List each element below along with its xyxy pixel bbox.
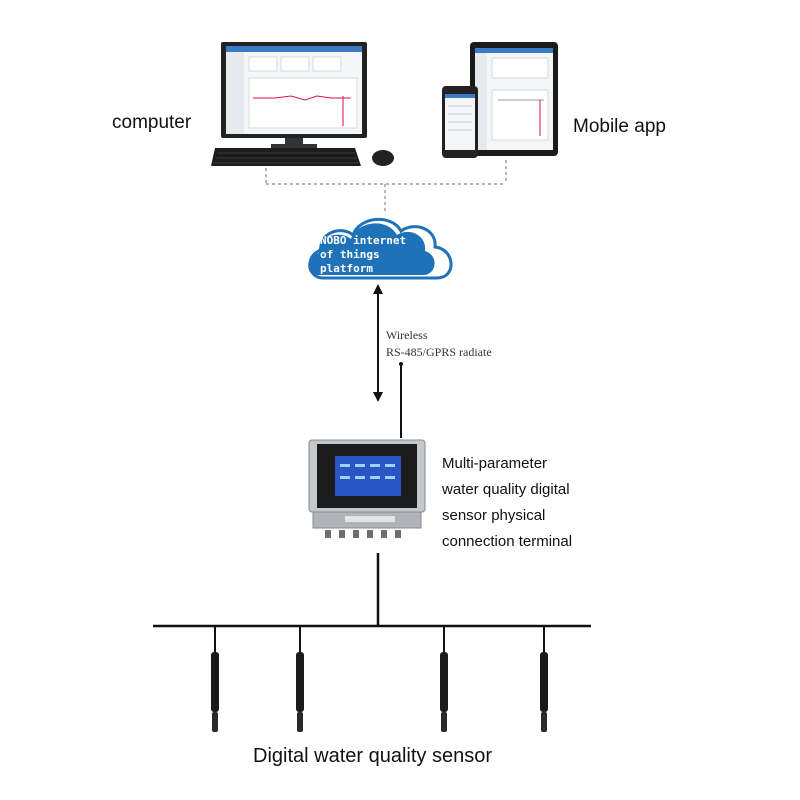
terminal-label-line2: water quality digital: [442, 481, 570, 498]
computer-label: computer: [112, 112, 192, 133]
terminal-label-line1: Multi-parameter: [442, 455, 548, 472]
computer-illustration: [211, 42, 394, 166]
cloud-label-line2: of things: [320, 248, 380, 261]
water-quality-sensor: [211, 626, 219, 732]
terminal-label-line4: connection terminal: [442, 533, 573, 550]
sensor-caption: Digital water quality sensor: [253, 745, 492, 767]
monitor-stand: [285, 138, 303, 146]
water-quality-sensor: [296, 626, 304, 732]
terminal-connectors: [325, 530, 401, 538]
keyboard: [211, 148, 361, 166]
terminal-device: [308, 362, 426, 538]
cloud-label-line1: NOBO internet: [320, 234, 407, 247]
cloud-icon: [308, 217, 453, 280]
water-quality-sensor: [440, 626, 448, 732]
terminal-description: Multi-parameter water quality digital se…: [442, 451, 572, 555]
wireless-label-line1: Wireless: [386, 328, 428, 342]
wireless-label-line2: RS-485/GPRS radiate: [386, 345, 492, 359]
cloud-platform-label: NOBO internet of things platform: [320, 234, 430, 276]
mouse: [372, 150, 394, 166]
mobile-devices-illustration: [442, 42, 558, 158]
terminal-label-line3: sensor physical: [442, 507, 546, 524]
mobile-app-label: Mobile app: [573, 116, 666, 137]
water-quality-sensor: [540, 626, 548, 732]
cloud-label-line3: platform: [320, 262, 373, 275]
wireless-link-label: Wireless RS-485/GPRS radiate: [386, 327, 492, 361]
